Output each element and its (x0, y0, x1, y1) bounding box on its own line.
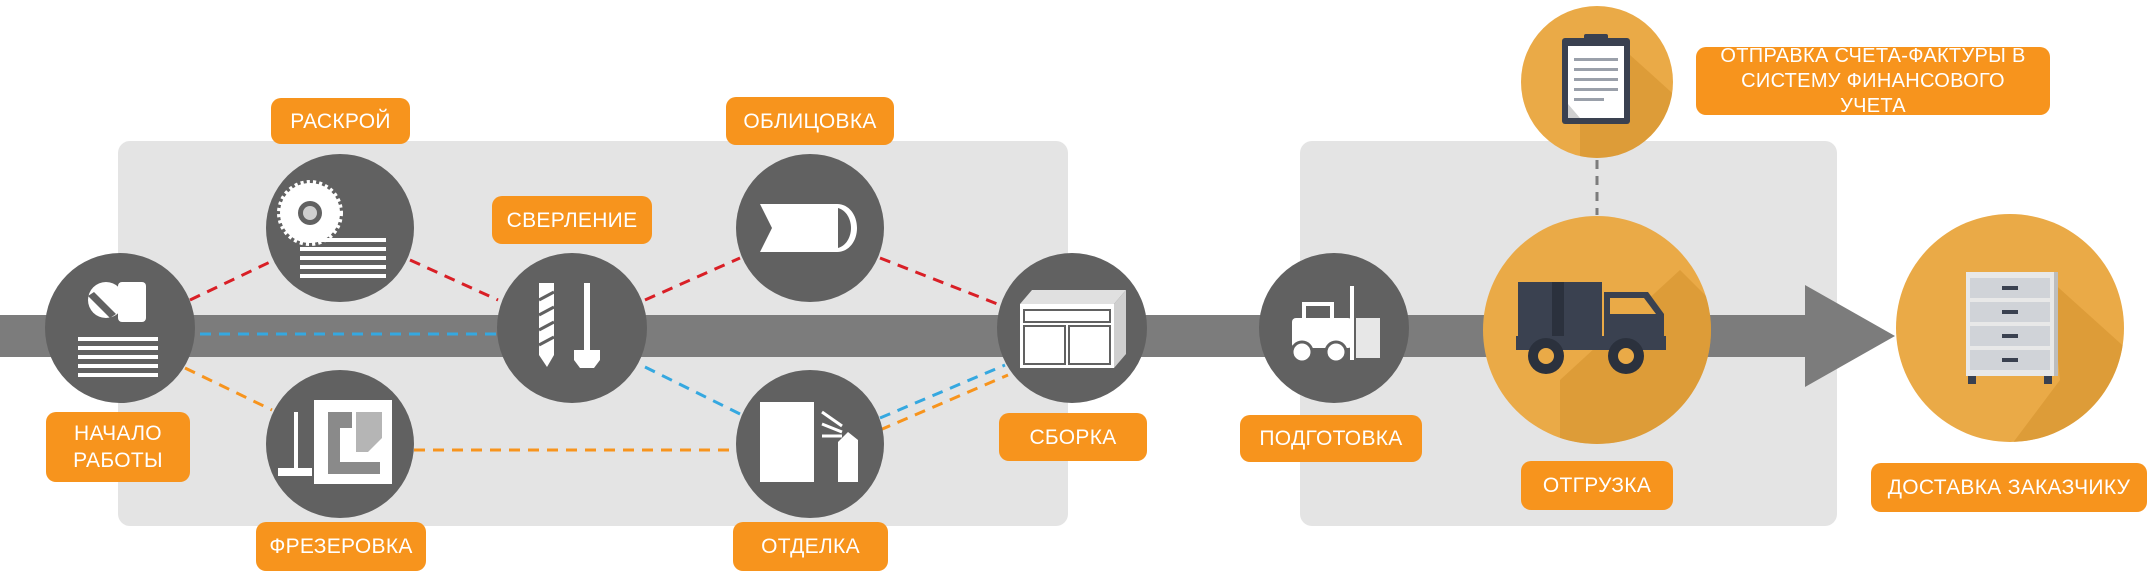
label-finishing: ОТДЕЛКА (733, 522, 888, 571)
label-milling: ФРЕЗЕРОВКА (256, 522, 426, 571)
label-delivery: ДОСТАВКА ЗАКАЗЧИКУ (1871, 463, 2147, 512)
label-preparation: ПОДГОТОВКА (1240, 415, 1422, 462)
node-delivery (1896, 214, 2124, 442)
drill-bits-icon (538, 283, 600, 368)
orange-line-start-milling (184, 366, 273, 412)
clipboard-icon (1562, 34, 1630, 124)
edge-banding-icon (760, 204, 857, 252)
label-shipment: ОТГРУЗКА (1521, 461, 1673, 510)
spray-paint-icon (760, 402, 858, 482)
node-milling (266, 370, 414, 518)
node-finishing (736, 370, 884, 518)
connector-lines (184, 256, 1009, 452)
label-invoice: ОТПРАВКА СЧЕТА-ФАКТУРЫ В СИСТЕМУ ФИНАНСО… (1696, 45, 2050, 117)
node-assembly (997, 253, 1147, 403)
label-drilling: СВЕРЛЕНИЕ (492, 196, 652, 244)
node-facing (736, 154, 884, 302)
blue-line-finishing-assembly (879, 363, 1006, 420)
drawer-cabinet-icon (1966, 272, 2058, 384)
node-preparation (1259, 253, 1409, 403)
label-facing: ОБЛИЦОВКА (726, 97, 894, 145)
label-assembly: СБОРКА (999, 413, 1147, 461)
circular-saw-icon (277, 180, 386, 278)
orange-line-finishing-assembly (879, 373, 1009, 432)
cabinet-icon (1020, 290, 1126, 368)
node-drilling (497, 253, 647, 403)
label-start: НАЧАЛО РАБОТЫ (46, 412, 190, 482)
document-edit-icon (78, 282, 158, 377)
label-cutting: РАСКРОЙ (271, 98, 410, 144)
node-shipment (1483, 216, 1711, 444)
red-line-start-cutting (189, 260, 271, 302)
node-cutting (266, 154, 414, 302)
forklift-icon (1290, 286, 1380, 364)
red-line-facing-assembly (879, 256, 1001, 307)
node-start (45, 253, 195, 403)
red-line-cutting-drilling (409, 258, 499, 302)
red-line-drilling-facing (644, 256, 741, 302)
milling-router-icon (278, 400, 392, 484)
truck-icon (1516, 282, 1666, 374)
